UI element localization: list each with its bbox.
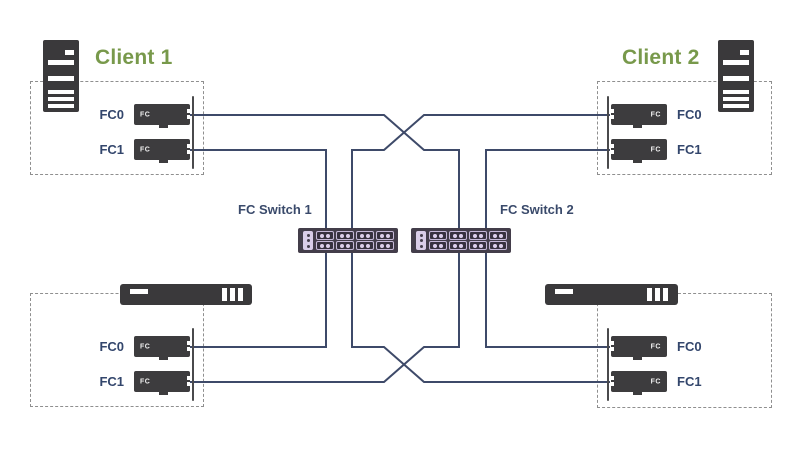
link-switch1-to-storage2-fc1 bbox=[351, 240, 610, 383]
card-fc-text: FC bbox=[650, 111, 661, 118]
card-connector-tab bbox=[633, 125, 642, 128]
card-bracket bbox=[192, 363, 194, 401]
storage2-fc1-card: FC bbox=[607, 363, 667, 401]
storage1-fc1-card: FC bbox=[134, 363, 194, 401]
client2-boundary bbox=[597, 81, 772, 175]
fc-port-icon bbox=[187, 341, 190, 345]
switch-mgmt-module-icon bbox=[416, 231, 426, 250]
card-bracket bbox=[607, 363, 609, 401]
storage2-boundary bbox=[597, 293, 772, 408]
switch2-label: FC Switch 2 bbox=[500, 202, 574, 217]
link-switch2-to-storage2-fc0 bbox=[485, 240, 610, 348]
fc-port-icon bbox=[187, 382, 190, 386]
card-connector-tab bbox=[633, 160, 642, 163]
card-connector-tab bbox=[159, 125, 168, 128]
client1-fc1-card: FC bbox=[134, 131, 194, 169]
card-bracket bbox=[607, 96, 609, 134]
link-client1-fc0-to-switch2 bbox=[189, 114, 460, 240]
storage2-fc0-card: FC bbox=[607, 328, 667, 366]
card-bracket bbox=[192, 131, 194, 169]
client1-fc0-label: FC0 bbox=[99, 107, 124, 122]
switch-port-bank bbox=[316, 231, 396, 250]
client1-fc0-card: FC bbox=[134, 96, 194, 134]
switch-port-pair-icon bbox=[449, 241, 467, 250]
storage1-fc1-label: FC1 bbox=[99, 374, 124, 389]
switch2-icon bbox=[411, 228, 511, 253]
card-bracket bbox=[192, 96, 194, 134]
storage2-fc1-label: FC1 bbox=[677, 374, 702, 389]
link-client2-fc0-to-switch1 bbox=[351, 114, 610, 240]
link-switch1-to-storage1-fc0 bbox=[189, 240, 327, 348]
storage2-fc0-label: FC0 bbox=[677, 339, 702, 354]
client1-boundary bbox=[30, 81, 204, 175]
link-client2-fc1-to-switch2 bbox=[485, 149, 610, 240]
storage2-rack-icon bbox=[545, 284, 678, 305]
card-connector-tab bbox=[633, 392, 642, 395]
client1-tower-icon bbox=[43, 40, 79, 112]
client2-fc0-label: FC0 bbox=[677, 107, 702, 122]
client2-fc1-label: FC1 bbox=[677, 142, 702, 157]
fc-port-icon bbox=[611, 109, 614, 113]
switch-port-pair-icon bbox=[336, 241, 354, 250]
switch-port-pair-icon bbox=[429, 241, 447, 250]
link-client1-fc1-to-switch1 bbox=[189, 149, 327, 240]
fc-port-icon bbox=[187, 115, 190, 119]
fc-port-icon bbox=[187, 109, 190, 113]
card-fc-text: FC bbox=[140, 111, 151, 118]
card-fc-text: FC bbox=[140, 146, 151, 153]
card-fc-text: FC bbox=[650, 343, 661, 350]
switch-port-pair-icon bbox=[356, 241, 374, 250]
fc-port-icon bbox=[611, 115, 614, 119]
card-bracket bbox=[607, 328, 609, 366]
card-fc-text: FC bbox=[650, 378, 661, 385]
switch-port-pair-icon bbox=[469, 231, 487, 240]
card-fc-text: FC bbox=[140, 343, 151, 350]
fc-port-icon bbox=[187, 376, 190, 380]
fc-port-icon bbox=[611, 150, 614, 154]
storage1-fc0-label: FC0 bbox=[99, 339, 124, 354]
switch-port-bank bbox=[429, 231, 509, 250]
client2-fc0-card: FC bbox=[607, 96, 667, 134]
client1-fc1-label: FC1 bbox=[99, 142, 124, 157]
card-connector-tab bbox=[159, 392, 168, 395]
link-switch2-to-storage1-fc1 bbox=[189, 240, 460, 383]
card-fc-text: FC bbox=[650, 146, 661, 153]
switch-port-pair-icon bbox=[429, 231, 447, 240]
client2-fc1-card: FC bbox=[607, 131, 667, 169]
switch-mgmt-module-icon bbox=[303, 231, 313, 250]
fc-port-icon bbox=[611, 347, 614, 351]
storage1-boundary bbox=[30, 293, 204, 407]
storage1-rack-icon bbox=[120, 284, 252, 305]
card-connector-tab bbox=[633, 357, 642, 360]
switch-port-pair-icon bbox=[316, 241, 334, 250]
switch-port-pair-icon bbox=[376, 231, 394, 240]
switch-port-pair-icon bbox=[316, 231, 334, 240]
card-connector-tab bbox=[159, 160, 168, 163]
card-connector-tab bbox=[159, 357, 168, 360]
client1-title: Client 1 bbox=[95, 46, 173, 69]
fc-port-icon bbox=[611, 144, 614, 148]
client2-tower-icon bbox=[718, 40, 754, 112]
switch-port-pair-icon bbox=[469, 241, 487, 250]
storage1-fc0-card: FC bbox=[134, 328, 194, 366]
switch-port-pair-icon bbox=[336, 231, 354, 240]
client2-title: Client 2 bbox=[622, 46, 700, 69]
switch-port-pair-icon bbox=[489, 231, 507, 240]
card-bracket bbox=[607, 131, 609, 169]
fc-port-icon bbox=[187, 144, 190, 148]
card-bracket bbox=[192, 328, 194, 366]
switch-port-pair-icon bbox=[356, 231, 374, 240]
switch-port-pair-icon bbox=[489, 241, 507, 250]
card-fc-text: FC bbox=[140, 378, 151, 385]
switch1-icon bbox=[298, 228, 398, 253]
switch-port-pair-icon bbox=[376, 241, 394, 250]
fc-port-icon bbox=[611, 382, 614, 386]
fc-port-icon bbox=[611, 341, 614, 345]
fc-port-icon bbox=[187, 347, 190, 351]
switch-port-pair-icon bbox=[449, 231, 467, 240]
switch1-label: FC Switch 1 bbox=[238, 202, 312, 217]
fc-port-icon bbox=[187, 150, 190, 154]
fc-port-icon bbox=[611, 376, 614, 380]
